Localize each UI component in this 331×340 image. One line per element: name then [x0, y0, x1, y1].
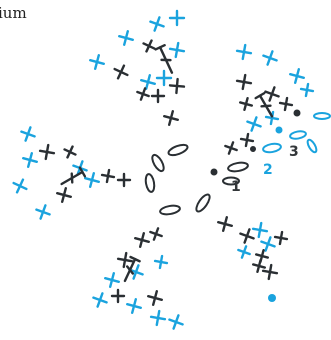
stitch-cross: [167, 313, 185, 331]
stitch-cross: [169, 78, 184, 93]
stitch-cross: [112, 63, 131, 82]
stitch-cross: [263, 85, 281, 103]
stitch-cross: [55, 186, 72, 203]
stitch-cross: [265, 111, 279, 125]
stitch-cross: [101, 169, 115, 183]
stitch-cross: [118, 174, 130, 186]
center-chain-oval: [159, 204, 180, 215]
stitch-cross: [216, 215, 233, 232]
double-crochet: [59, 168, 85, 189]
stitch-cross: [240, 133, 254, 147]
stitch-cross: [91, 291, 109, 309]
stitch-cross: [21, 151, 38, 168]
stitch-cross: [88, 53, 105, 70]
stitch-cross: [125, 297, 142, 314]
stitch-cross: [19, 125, 37, 143]
stitch-cross: [236, 44, 252, 60]
stitch-cross: [148, 226, 163, 241]
slip-stitch-dot: [211, 169, 218, 176]
blue-chain-oval: [262, 142, 281, 153]
center-chain-oval: [150, 153, 166, 173]
stitch-cross: [135, 86, 150, 101]
slip-stitch-dot: [294, 110, 301, 117]
stitch-cross: [288, 67, 305, 84]
stitch-cross: [62, 144, 78, 160]
stitch-cross: [252, 222, 268, 238]
stitch-cross: [170, 11, 184, 25]
stitch-cross: [112, 290, 124, 302]
stitch-cross: [274, 231, 288, 245]
stitch-cross: [223, 140, 238, 155]
stitch-cross: [157, 71, 171, 85]
stitch-cross: [236, 244, 251, 259]
stitch-cross: [133, 231, 150, 248]
slip-stitch-dot: [268, 294, 276, 302]
stitch-cross: [148, 15, 166, 33]
stitch-cross: [117, 29, 134, 46]
stitch-cross: [239, 97, 254, 112]
stitch-cross: [39, 144, 55, 160]
center-chain-oval: [144, 173, 155, 192]
stitch-cross: [11, 177, 30, 196]
label-2: 2: [263, 162, 273, 178]
stitch-cross: [34, 203, 52, 221]
blue-chain-oval: [314, 113, 330, 119]
stitch-cross: [169, 42, 185, 58]
stitch-cross: [279, 97, 293, 111]
stitch-cross: [255, 249, 270, 264]
slip-stitch-dot: [276, 127, 283, 134]
stitch-cross: [245, 115, 263, 133]
stitch-cross: [139, 73, 156, 90]
stitch-cross: [300, 83, 314, 97]
stitch-cross: [236, 74, 252, 90]
stitch-cross: [154, 255, 168, 269]
slip-stitch-dot: [250, 146, 256, 152]
stitch-cross: [261, 49, 279, 67]
stitch-cross: [162, 109, 179, 126]
stitch-cross: [141, 38, 157, 54]
stitch-cross: [103, 271, 120, 288]
blue-chain-oval: [290, 130, 307, 140]
center-chain-oval: [227, 161, 248, 172]
center-chain-oval: [194, 193, 212, 214]
stitch-cross: [117, 252, 133, 268]
stitch-cross: [152, 90, 164, 102]
center-chain-oval: [167, 143, 189, 157]
stitch-cross: [83, 171, 100, 188]
blue-chain-oval: [306, 138, 318, 153]
stitch-cross: [150, 310, 166, 326]
stitch-cross: [146, 289, 163, 306]
label-3: 3: [289, 144, 299, 160]
label-1: 1: [231, 179, 241, 195]
